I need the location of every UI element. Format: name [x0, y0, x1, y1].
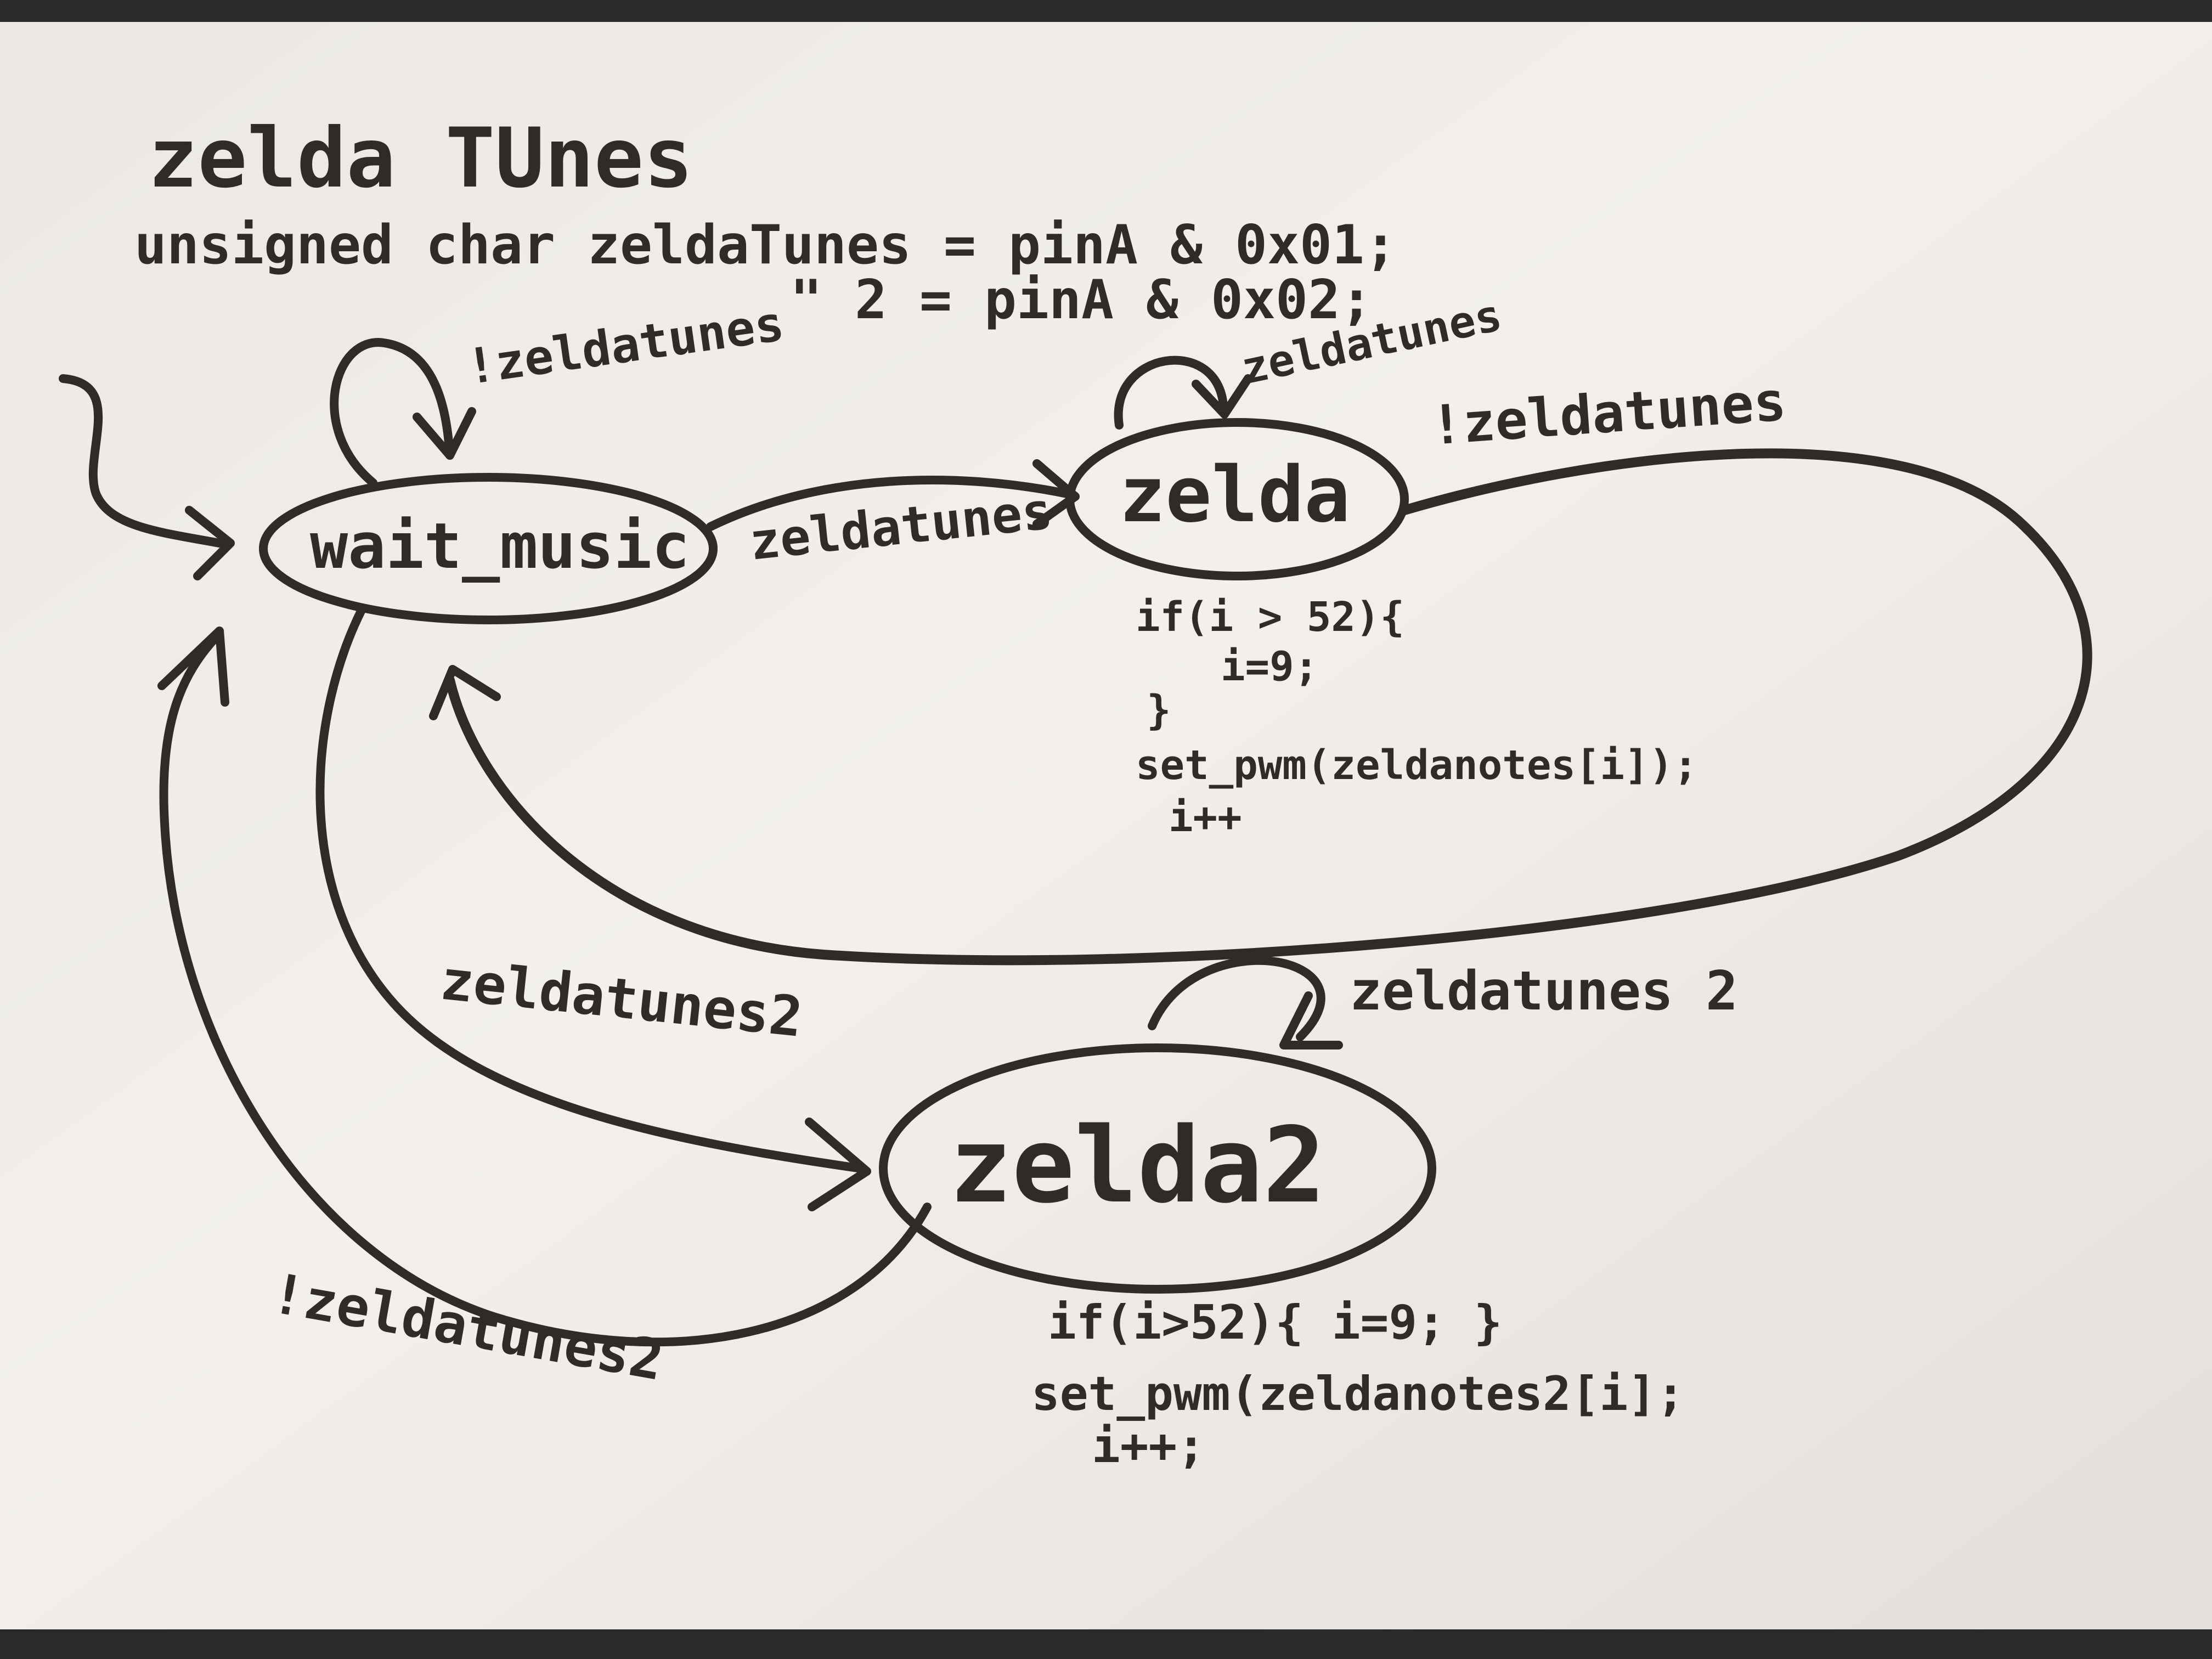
zelda-action-line: i=9;: [1221, 643, 1318, 690]
state-wait-music: wait_music: [259, 473, 718, 624]
header-line-1: unsigned char zeldaTunes = pinA & 0x01;: [134, 214, 1397, 276]
zelda-action-line: if(i > 52){: [1136, 594, 1404, 641]
zelda-action-line: i++: [1169, 794, 1242, 841]
zelda2-action-line: set_pwm(zeldanotes2[i];: [1031, 1367, 1685, 1421]
state-zelda2-label: zelda2: [949, 1105, 1325, 1226]
board-surface: [0, 22, 2212, 1629]
zelda2-action-line: if(i>52){ i=9; }: [1048, 1295, 1502, 1350]
diagram-title: zelda TUnes: [148, 111, 693, 206]
state-zelda: zelda: [1065, 418, 1409, 580]
label-zelda2-self: zeldatunes 2: [1350, 960, 1738, 1023]
zelda-actions: if(i > 52){ i=9; } set_pwm(zeldanotes[i]…: [1136, 594, 1698, 841]
header-line-2: " 2 = pinA & 0x02;: [790, 269, 1373, 331]
state-zelda-label: zelda: [1119, 450, 1350, 540]
state-wait-music-label: wait_music: [310, 510, 690, 583]
zelda-action-line: }: [1147, 687, 1171, 734]
initial-arrow: [59, 374, 235, 580]
transition-zelda2-self: zeldatunes 2: [1148, 956, 1738, 1049]
zelda-action-line: set_pwm(zeldanotes[i]);: [1136, 742, 1698, 789]
zelda2-action-line: i++;: [1092, 1419, 1205, 1474]
state-zelda2: zelda2: [879, 1043, 1436, 1294]
zelda2-actions: if(i>52){ i=9; } set_pwm(zeldanotes2[i];…: [1031, 1295, 1685, 1474]
